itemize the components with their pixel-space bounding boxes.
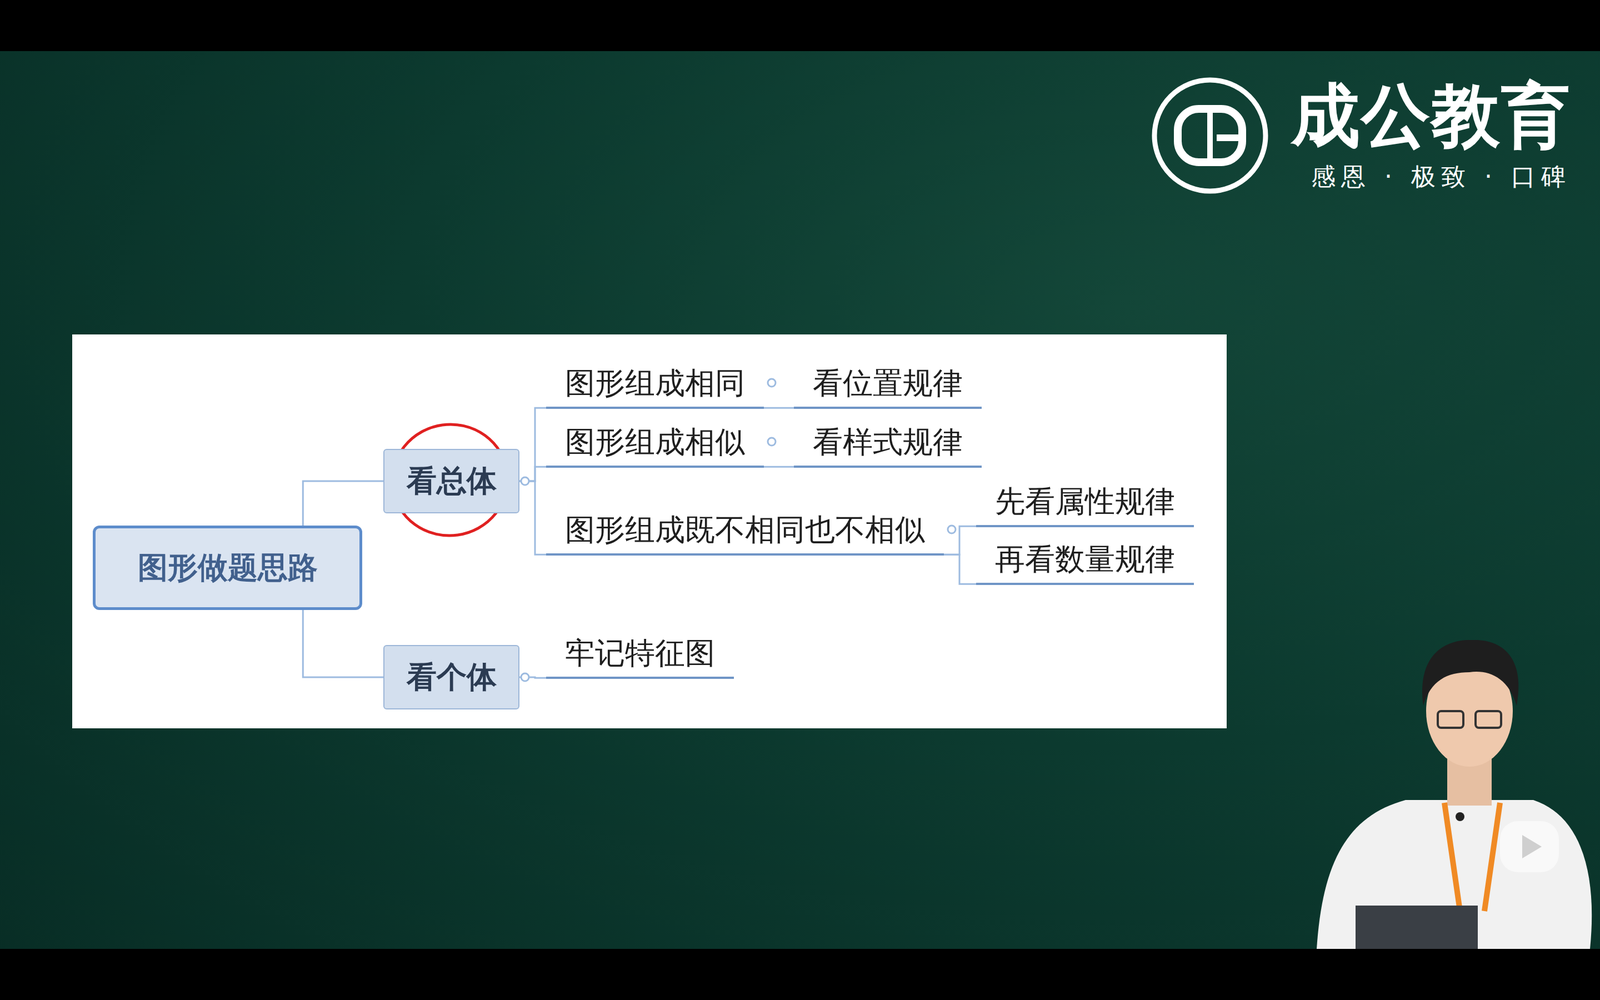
- node-text: 牢记特征图: [565, 635, 715, 671]
- connector: [302, 481, 384, 526]
- presenter-lanyard: [1444, 802, 1500, 912]
- branch-box: 看个体: [383, 645, 520, 710]
- top-bar: [0, 0, 1600, 52]
- logo-ring: [1154, 80, 1266, 192]
- node-text: 图形组成既不相同也不相似: [565, 512, 925, 548]
- laptop: [1355, 905, 1478, 949]
- node-text: 图形组成相似: [565, 424, 745, 460]
- topic-item: 图形组成相同: [546, 363, 764, 410]
- node-text: 看位置规律: [812, 365, 963, 401]
- logo-mark: [1207, 108, 1213, 163]
- logo-name: 成公教育: [1291, 77, 1572, 154]
- logo-mark: [1177, 108, 1243, 163]
- logo-slogan: 感恩 · 极致 · 口碑: [1311, 163, 1572, 190]
- collapse-dot: [521, 477, 529, 485]
- root-box: 图形做题思路: [92, 525, 363, 610]
- topic-item: 看样式规律: [793, 422, 982, 469]
- topic-item: 再看数量规律: [976, 539, 1194, 586]
- play-watermark: [1522, 835, 1542, 859]
- node-text: 图形组成相同: [565, 365, 745, 401]
- presenter-glasses: [1475, 711, 1502, 728]
- node-text: 再看数量规律: [995, 541, 1175, 577]
- play-watermark: [1500, 821, 1559, 873]
- connector: [519, 481, 547, 555]
- logo-mark: [1216, 134, 1243, 142]
- connector: [943, 554, 977, 584]
- connector: [763, 466, 794, 468]
- collapse-dot: [767, 437, 776, 446]
- node-text: 看个体: [406, 659, 497, 696]
- collapse-dot: [767, 378, 776, 387]
- presenter-hair: [1422, 640, 1519, 706]
- connector: [763, 407, 794, 409]
- connector: [519, 407, 547, 482]
- connector: [302, 610, 384, 678]
- presenter-shirt: [1316, 800, 1592, 949]
- topic-item: 看位置规律: [793, 363, 982, 410]
- node-text: 先看属性规律: [995, 483, 1175, 519]
- collapse-dot: [521, 673, 529, 682]
- bottom-bar: [0, 948, 1600, 1000]
- topic-item: 图形组成相似: [546, 422, 764, 469]
- node-text: 图形做题思路: [137, 550, 318, 587]
- collapse-dot: [947, 525, 956, 534]
- branch-box: 看总体: [383, 448, 520, 514]
- node-text: 看样式规律: [812, 424, 963, 460]
- node-text: 看总体: [406, 463, 497, 500]
- topic-item: 图形组成既不相同也不相似: [546, 510, 944, 557]
- presenter-glasses: [1437, 711, 1464, 728]
- topic-item: 先看属性规律: [976, 481, 1194, 528]
- presenter-mic: [1455, 812, 1465, 822]
- topic-item: 牢记特征图: [546, 633, 734, 680]
